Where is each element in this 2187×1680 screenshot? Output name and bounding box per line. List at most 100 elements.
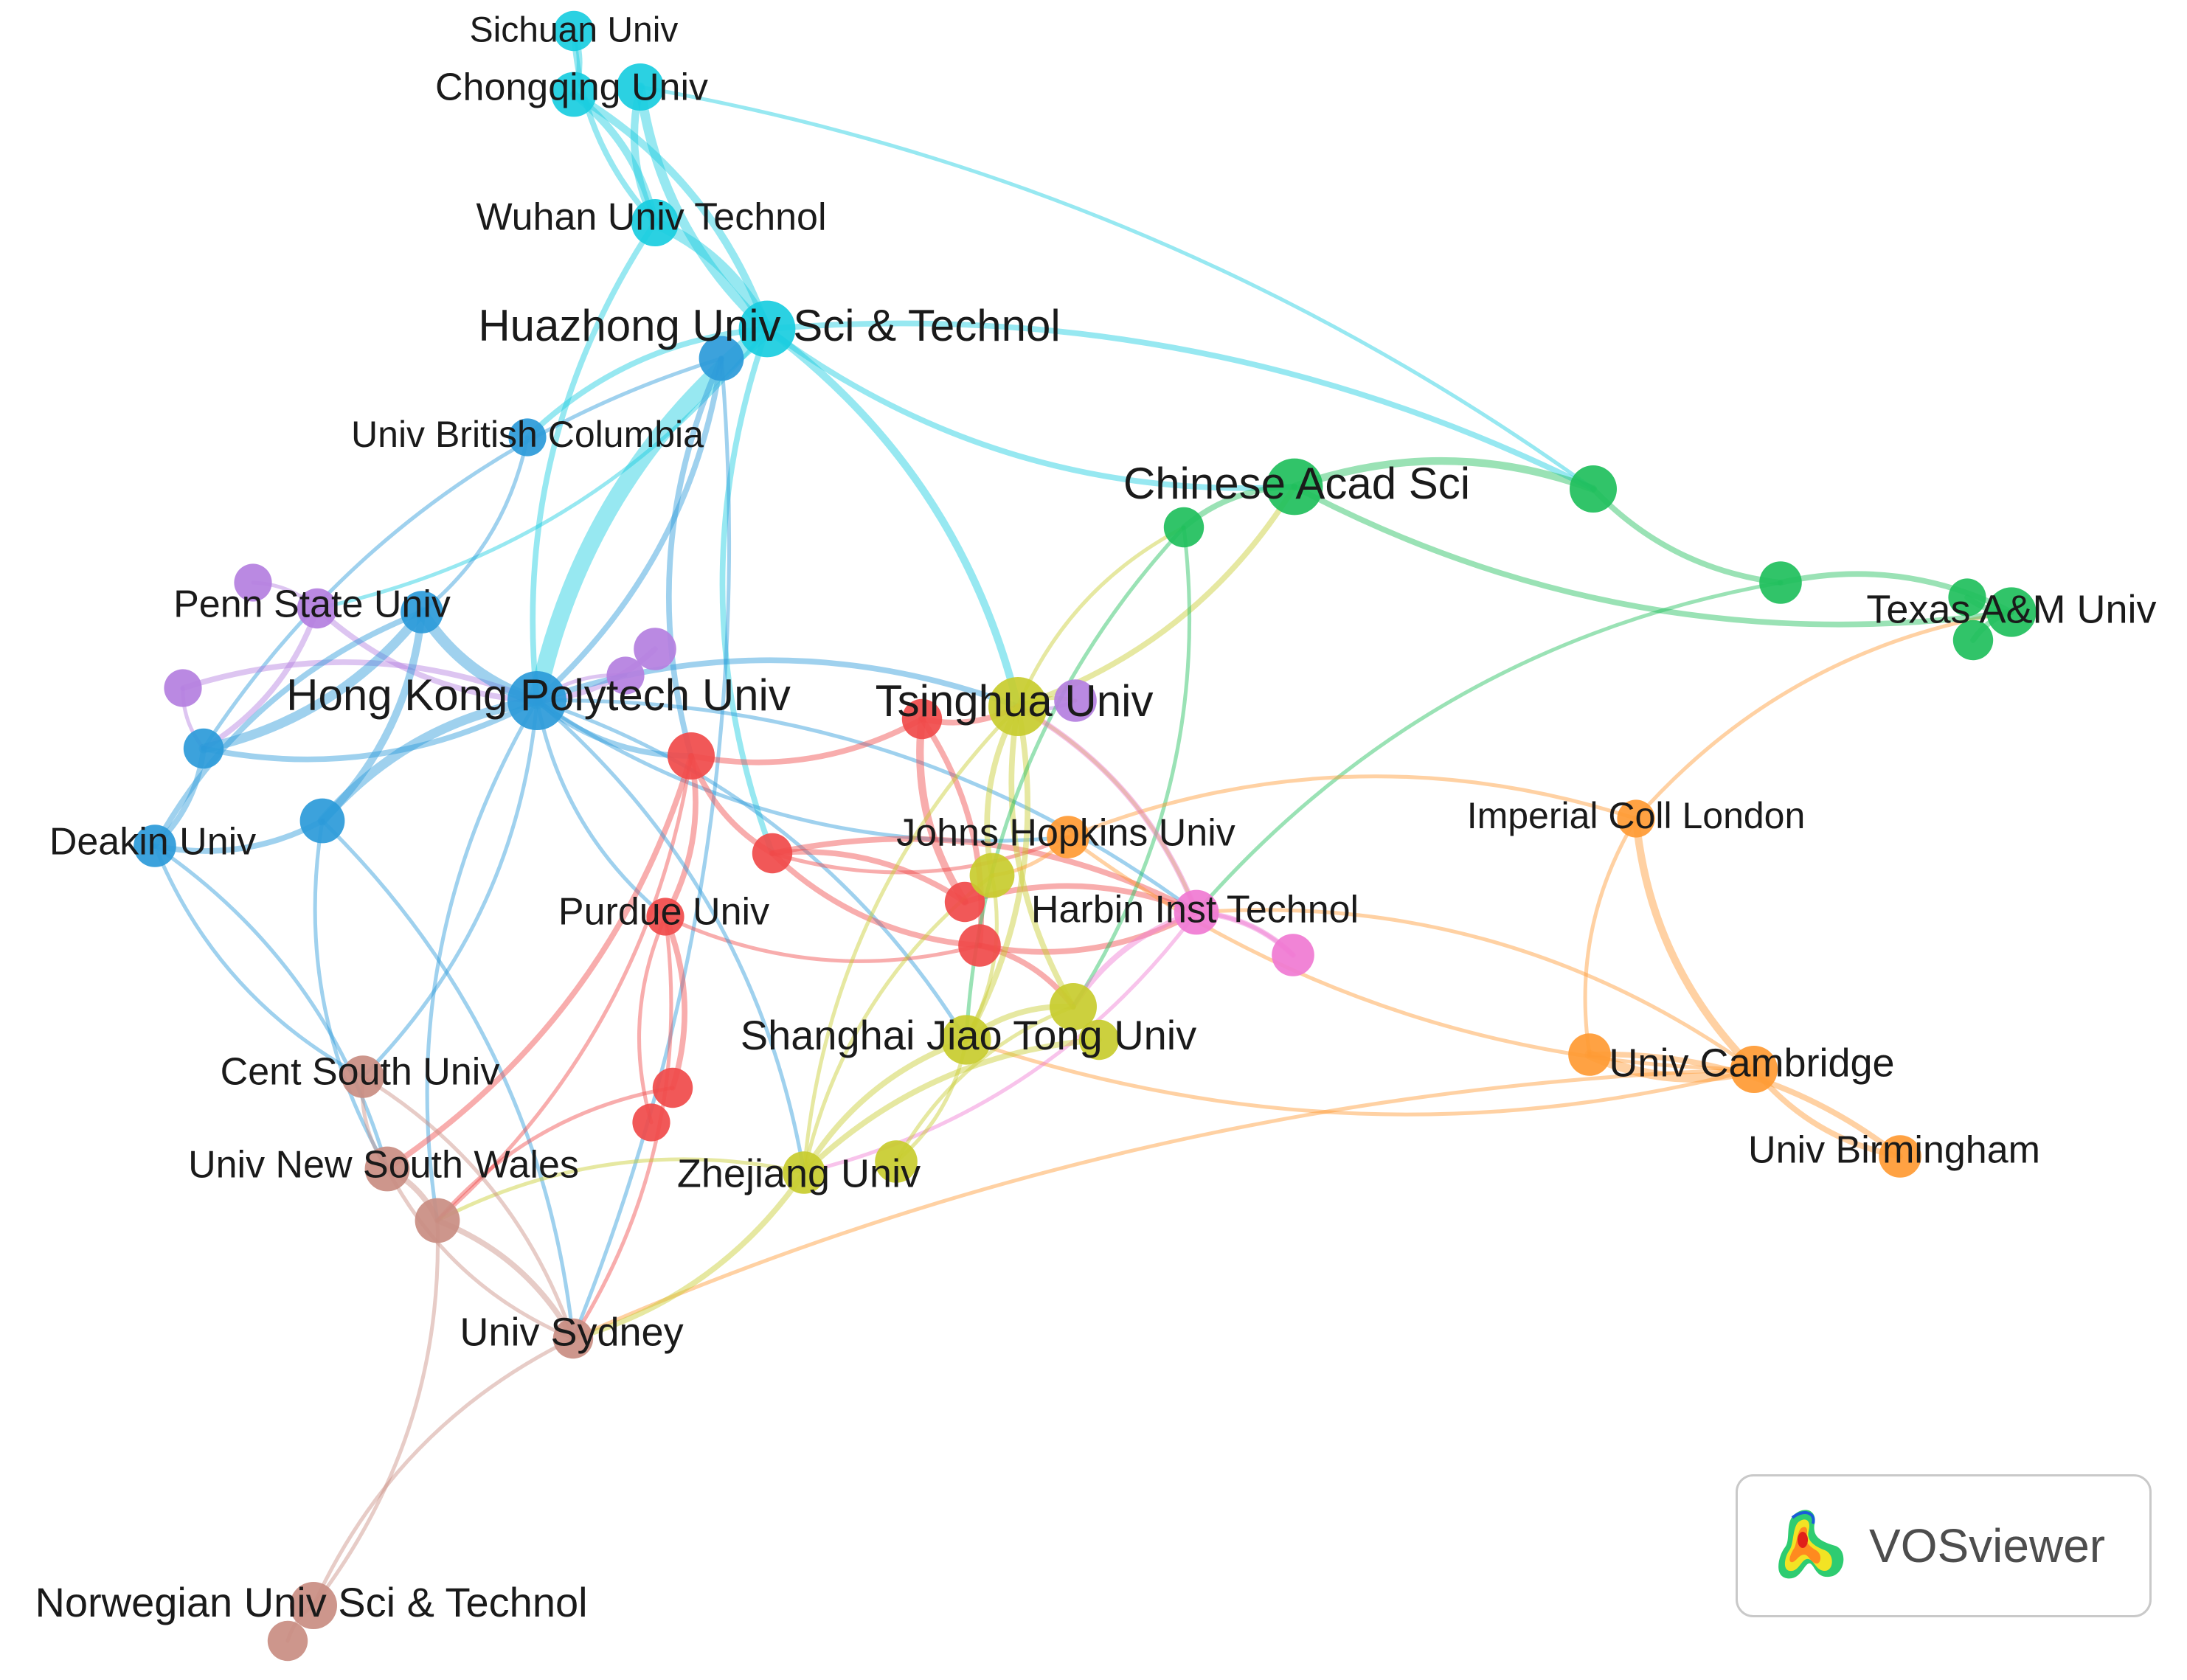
link-gr3-harbin [1194,580,1783,914]
node-pu3[interactable] [634,628,676,670]
link-purdue-rd6 [663,914,982,963]
link-bl3-bl2 [318,608,426,825]
node-pk1[interactable] [1272,934,1314,976]
node-rd7[interactable] [632,1103,670,1142]
node-ye3[interactable] [1078,1019,1120,1061]
node-ye1[interactable] [969,853,1015,898]
link-rd1-rd5 [916,715,969,906]
node-ye4[interactable] [875,1140,918,1183]
node-rd3[interactable] [752,833,793,874]
node-centsouth[interactable] [342,1055,384,1098]
node-ubc[interactable] [508,418,547,457]
node-zju[interactable] [783,1151,825,1194]
link-sydney-ntnu [311,1336,575,1608]
link-wuhan-hkpoly [530,220,658,704]
link-hkpoly-purdue [535,698,668,919]
node-pu1[interactable] [234,563,272,602]
node-chongqing2[interactable] [617,63,664,111]
node-cambridge[interactable] [1730,1046,1778,1093]
link-imperial-or1 [1583,816,1638,1057]
node-unsw[interactable] [364,1146,410,1192]
link-zju-br1 [435,1157,806,1223]
node-harbin[interactable] [1174,889,1219,935]
label-sichuan: Sichuan Univ [470,11,679,50]
link-bl1-hkpoly [201,698,540,763]
link-rd4-br1 [435,1086,675,1223]
node-rd6[interactable] [958,924,1001,967]
link-gr2-gr3 [1590,486,1784,586]
label-centsouth: Cent South Univ [221,1051,500,1094]
link-cambridge-sjtu [964,1038,1756,1117]
node-rd4[interactable] [652,1067,693,1108]
link-bl3-hkpoly [317,695,542,826]
link-huazhong-cas [764,326,1297,491]
node-chongqing[interactable] [551,72,597,117]
node-br1[interactable] [415,1198,460,1243]
link-hkpoly-harbin [535,698,1199,914]
node-sichuan[interactable] [553,10,595,52]
link-chongqing-huazhong [569,90,772,333]
node-ntnu[interactable] [290,1582,337,1629]
link-rd3-rd6 [769,850,982,948]
node-rd5[interactable] [944,881,985,923]
label-birmingham: Univ Birmingham [1748,1129,2040,1172]
node-imperial[interactable] [1617,799,1655,838]
node-gr5[interactable] [1948,578,1986,617]
node-or1[interactable] [1568,1033,1611,1076]
link-centsouth-sydney [361,1075,575,1341]
node-hzblue[interactable] [699,336,744,381]
link-bl2-bl1 [198,607,427,754]
node-huazhong[interactable] [738,300,796,358]
label-imperial: Imperial Coll London [1467,795,1806,836]
node-tsinghua[interactable] [988,677,1047,736]
node-jhu[interactable] [1047,816,1089,858]
node-rd2[interactable] [668,732,715,780]
node-pennstate[interactable] [297,588,338,629]
link-unsw-sydney [385,1167,575,1341]
node-gr1[interactable] [1163,507,1205,548]
node-tamu[interactable] [1986,587,2037,637]
node-sydney[interactable] [552,1318,594,1359]
label-deakin: Deakin Univ [49,821,256,864]
node-bl3[interactable] [299,798,345,844]
link-tsinghua-ye2 [1008,704,1076,1010]
network-nodes [134,10,2037,1662]
node-birmingham[interactable] [1879,1135,1921,1178]
link-chongqing2-gr2 [638,85,1595,491]
node-bl2[interactable] [401,591,443,634]
node-ye2[interactable] [1050,983,1097,1030]
link-br1-sydney [434,1218,576,1341]
node-pu2[interactable] [164,669,202,707]
link-bl2-deakin [152,609,425,849]
link-cambridge-harbin [1194,908,1756,1072]
link-tsinghua-sjtu [963,704,1031,1043]
link-jhu-cambridge [1066,835,1756,1072]
link-harbin-zju [802,910,1199,1175]
node-gr2[interactable] [1570,465,1617,513]
node-bl1[interactable] [183,728,224,769]
link-bl3-sydney [320,819,575,1341]
label-jhu: Johns Hopkins Univ [896,812,1235,855]
node-pu5[interactable] [1054,679,1097,722]
node-deakin[interactable] [134,825,176,867]
node-br2[interactable] [267,1620,308,1662]
node-hkpoly[interactable] [507,671,566,730]
node-wuhan[interactable] [631,199,679,246]
label-harbin: Harbin Inst Technol [1031,889,1359,931]
link-pennstate-hkpoly [314,605,540,704]
node-rd1[interactable] [901,698,943,740]
label-huazhong: Huazhong Univ Sci & Technol [478,301,1060,350]
label-cas: Chinese Acad Sci [1123,459,1470,508]
node-pu4[interactable] [606,656,645,695]
link-huazhong-ubc [524,326,770,440]
link-hzblue-bl1 [201,356,724,751]
node-gr4[interactable] [1952,619,1994,661]
node-gr3[interactable] [1759,561,1802,604]
node-sjtu[interactable] [941,1015,991,1065]
link-hkpoly-tsinghua [534,657,1021,709]
node-cas[interactable] [1266,458,1323,516]
node-purdue[interactable] [646,898,684,936]
link-zju-sydney [570,1170,807,1341]
link-br1-ntnu [311,1218,440,1608]
link-imperial-cambridge [1632,814,1758,1074]
